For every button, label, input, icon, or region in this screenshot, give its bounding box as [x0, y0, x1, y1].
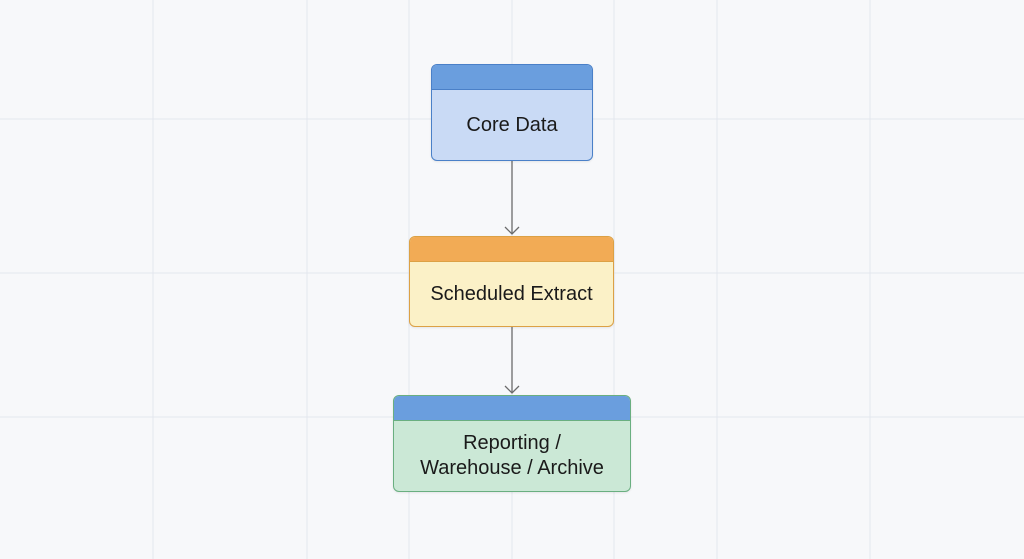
node-reporting-warehouse-archive[interactable]: Reporting / Warehouse / Archive: [393, 395, 631, 492]
node-label: Reporting / Warehouse / Archive: [420, 432, 604, 479]
node-scheduled-extract[interactable]: Scheduled Extract: [409, 236, 614, 327]
node-label: Scheduled Extract: [430, 282, 593, 305]
node-header: [432, 65, 592, 90]
node-header: [394, 396, 630, 421]
node-header: [410, 237, 613, 262]
node-core-data[interactable]: Core Data: [431, 64, 593, 161]
node-label: Core Data: [466, 113, 558, 136]
